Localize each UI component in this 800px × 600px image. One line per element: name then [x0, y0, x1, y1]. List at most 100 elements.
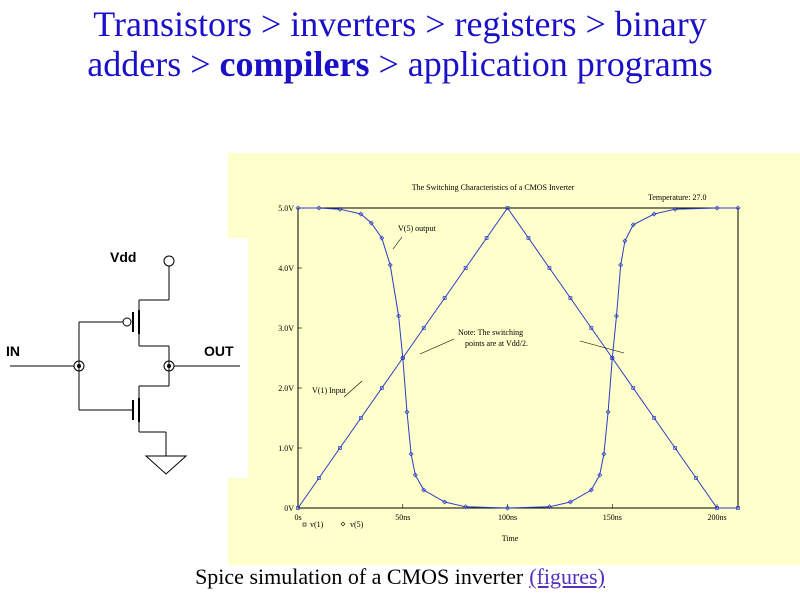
temperature-label: Temperature: 27.0	[648, 193, 707, 202]
series-line-v(5)	[298, 207, 738, 509]
note-line-1: Note: The switching	[458, 328, 523, 337]
out-label: OUT	[204, 343, 234, 359]
x-tick-label: 0s	[294, 513, 301, 522]
data-point-v(5)	[618, 262, 624, 268]
data-point-v(5)	[605, 409, 611, 415]
data-point-v(5)	[505, 505, 511, 511]
title-compilers-bold: compilers	[219, 44, 370, 84]
simulation-panel-background	[228, 153, 800, 565]
v1-annotation-pointer	[343, 380, 363, 398]
x-tick-label: 100ns	[498, 513, 517, 522]
data-point-v(1)	[694, 476, 698, 480]
data-point-v(5)	[387, 262, 393, 268]
data-point-v(5)	[442, 499, 448, 505]
title-line-2-pre: adders >	[87, 44, 220, 84]
data-point-v(1)	[610, 356, 615, 360]
x-tick-label: 50ns	[395, 513, 410, 522]
data-point-v(5)	[396, 313, 402, 319]
data-point-v(5)	[379, 235, 385, 241]
slide-title: Transistors > inverters > registers > bi…	[0, 4, 800, 84]
pmos-bubble	[122, 317, 132, 327]
data-point-v(5)	[613, 313, 619, 319]
data-point-v(1)	[631, 386, 636, 390]
data-point-v(1)	[296, 506, 300, 510]
data-point-v(5)	[597, 472, 603, 478]
legend-v1-marker	[302, 522, 307, 527]
spice-plot: The Switching Characteristics of a CMOS …	[278, 183, 741, 543]
legend-v5-label: v(5)	[350, 520, 364, 529]
data-point-v(1)	[400, 356, 405, 360]
data-point-v(5)	[404, 409, 410, 415]
data-point-v(5)	[358, 211, 364, 217]
series-layer	[297, 207, 738, 509]
data-point-v(5)	[630, 222, 636, 228]
data-point-v(5)	[337, 206, 343, 212]
y-tick-label: 0V	[284, 504, 294, 513]
figures-link[interactable]: (figures)	[529, 564, 605, 589]
data-point-v(1)	[463, 266, 468, 270]
data-point-v(5)	[421, 487, 427, 493]
data-point-v(5)	[622, 238, 628, 244]
data-point-v(5)	[567, 499, 573, 505]
note-pointer-left	[419, 338, 455, 355]
data-point-v(1)	[421, 326, 426, 330]
plot-frame	[297, 207, 739, 509]
note-pointer-right	[579, 340, 625, 354]
data-point-v(5)	[368, 220, 374, 226]
data-point-v(1)	[484, 236, 489, 240]
data-point-v(1)	[673, 446, 677, 450]
data-point-v(5)	[601, 451, 607, 457]
schematic-drawing: Vdd IN OUT	[6, 249, 240, 475]
data-point-v(1)	[359, 416, 363, 420]
ground-symbol	[144, 455, 188, 475]
data-point-v(1)	[505, 206, 510, 210]
data-point-v(5)	[609, 355, 615, 361]
data-point-v(5)	[672, 206, 678, 212]
data-point-v(5)	[588, 487, 594, 493]
legend-v1-label: v(1)	[310, 520, 324, 529]
legend: v(1) v(5)	[302, 520, 364, 529]
y-tick-label: 3.0V	[278, 324, 294, 333]
data-point-v(5)	[295, 205, 301, 211]
data-point-v(1)	[379, 386, 384, 390]
vdd-label: Vdd	[110, 249, 136, 265]
data-point-v(1)	[547, 266, 552, 270]
data-point-v(1)	[526, 236, 531, 240]
v5-annotation: V(5) output	[398, 224, 436, 233]
data-point-v(1)	[736, 506, 740, 510]
x-axis-label: Time	[502, 534, 519, 543]
title-line-2-post: > application programs	[369, 44, 713, 84]
cmos-inverter-schematic: Vdd IN OUT	[0, 238, 248, 478]
data-point-v(5)	[400, 355, 406, 361]
data-point-v(1)	[589, 326, 594, 330]
in-label: IN	[6, 343, 20, 359]
data-point-v(5)	[463, 504, 469, 510]
v5-annotation-pointer	[392, 236, 403, 250]
y-tick-label: 1.0V	[278, 444, 294, 453]
y-axis: 0V 1.0V 2.0V 3.0V 4.0V 5.0V	[278, 204, 302, 513]
data-point-v(5)	[316, 205, 322, 211]
series-line-v(1)	[297, 207, 738, 509]
data-point-v(1)	[442, 296, 447, 300]
note-line-2: points are at Vdd/2.	[465, 339, 528, 348]
y-tick-label: 2.0V	[278, 384, 294, 393]
y-tick-label: 4.0V	[278, 264, 294, 273]
data-point-v(5)	[546, 504, 552, 510]
data-point-v(1)	[317, 476, 321, 480]
x-tick-label: 150ns	[603, 513, 622, 522]
v1-annotation: V(1) Input	[312, 386, 347, 395]
data-point-v(5)	[735, 205, 741, 211]
title-line-2: adders > compilers > application program…	[0, 44, 800, 84]
data-point-v(1)	[338, 446, 342, 450]
data-point-v(5)	[651, 211, 657, 217]
data-point-v(5)	[714, 205, 720, 211]
vdd-terminal	[163, 255, 175, 267]
data-point-v(1)	[568, 296, 573, 300]
data-point-v(5)	[408, 451, 414, 457]
data-point-v(1)	[715, 506, 719, 510]
data-point-v(5)	[412, 472, 418, 478]
x-tick-label: 200ns	[707, 513, 726, 522]
chart-title: The Switching Characteristics of a CMOS …	[412, 183, 575, 192]
data-point-v(1)	[652, 416, 657, 420]
y-tick-label: 5.0V	[278, 204, 294, 213]
